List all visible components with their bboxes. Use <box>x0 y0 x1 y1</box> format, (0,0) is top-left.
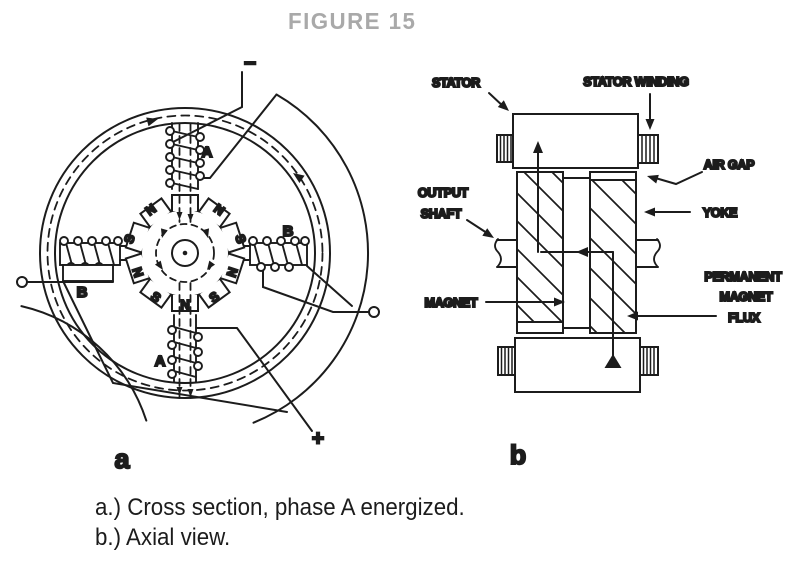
stator-ring <box>39 107 331 399</box>
pm-flux-path <box>533 141 622 368</box>
callout-air-gap: AIR GAP <box>704 158 755 172</box>
bottom-left-winding-block <box>497 346 516 376</box>
right-coil-stub-wire <box>306 265 353 307</box>
phase-a-top-coil <box>165 122 205 190</box>
right-terminal <box>368 306 380 318</box>
cross-section-view: − + A A B B N S N S N S N S N a <box>16 51 380 475</box>
rotor-teeth <box>124 194 246 312</box>
callout-magnet: MAGNET <box>425 296 479 310</box>
axial-view: STATOR STATOR WINDING AIR GAP OUTPUT SHA… <box>417 74 784 471</box>
rotor-flux-circle <box>155 223 215 283</box>
callout-pm-flux-line2: MAGNET <box>720 290 774 304</box>
coil-label-bottom-a: A <box>155 353 166 370</box>
callout-yoke: YOKE <box>703 206 738 220</box>
sublabel-b: b <box>510 440 527 470</box>
top-stator <box>496 113 659 169</box>
caption-line-a: a.) Cross section, phase A energized. <box>95 494 465 521</box>
terminal-wires <box>16 71 380 432</box>
coil-label-right-b: B <box>283 223 294 240</box>
housing-shell <box>20 93 369 424</box>
rotor-shaft-center-dot <box>182 250 188 256</box>
coil-label-left-b: B <box>77 284 88 301</box>
top-coil-lead-wire <box>197 93 278 179</box>
coil-label-top-a: A <box>202 144 213 161</box>
flux-arrow-upper-right <box>293 173 305 183</box>
flux-bottom-arrow <box>604 354 622 368</box>
shaft-break-right <box>653 238 661 267</box>
bottom-stator <box>497 337 659 393</box>
plus-lead-wire <box>195 327 313 432</box>
callout-arrows <box>466 92 717 321</box>
pole-label-bottom: N <box>180 297 189 312</box>
minus-lead-wire <box>172 71 243 143</box>
callout-pm-flux-line3: FLUX <box>728 311 761 325</box>
minus-terminal-label: − <box>244 52 256 75</box>
callout-pm-flux-line1: PERMANENT <box>704 270 782 284</box>
left-terminal <box>16 276 28 288</box>
phase-b-left-coil <box>59 236 128 282</box>
right-terminal-wire <box>262 265 370 313</box>
flux-left-arrow <box>576 247 588 257</box>
callout-output-shaft-line2: SHAFT <box>421 207 462 221</box>
phase-a-bottom-coil <box>167 314 203 383</box>
sublabel-a: a <box>114 444 130 474</box>
figure-title: FIGURE 15 <box>288 8 417 34</box>
flux-ring-dashed <box>46 114 324 392</box>
shaft-break-left <box>494 238 502 267</box>
top-right-winding-block <box>637 134 659 164</box>
magnet-bar <box>562 177 591 329</box>
output-shaft <box>494 238 661 268</box>
flux-arrow-upper-left <box>146 117 158 127</box>
flux-up-arrow <box>533 141 543 153</box>
plus-terminal-label: + <box>312 427 324 450</box>
rotor <box>124 194 246 312</box>
phase-b-link-wire <box>62 280 288 413</box>
callout-stator-winding: STATOR WINDING <box>583 75 689 89</box>
figure-caption: a.) Cross section, phase A energized. b.… <box>95 493 465 553</box>
phase-a-flux-lines <box>178 123 192 399</box>
callout-stator: STATOR <box>432 76 480 90</box>
bottom-right-winding-block <box>639 346 659 376</box>
caption-line-b: b.) Axial view. <box>95 524 231 551</box>
top-left-winding-block <box>496 134 514 163</box>
callout-output-shaft-line1: OUTPUT <box>418 186 469 200</box>
phase-b-right-coil <box>242 236 310 272</box>
